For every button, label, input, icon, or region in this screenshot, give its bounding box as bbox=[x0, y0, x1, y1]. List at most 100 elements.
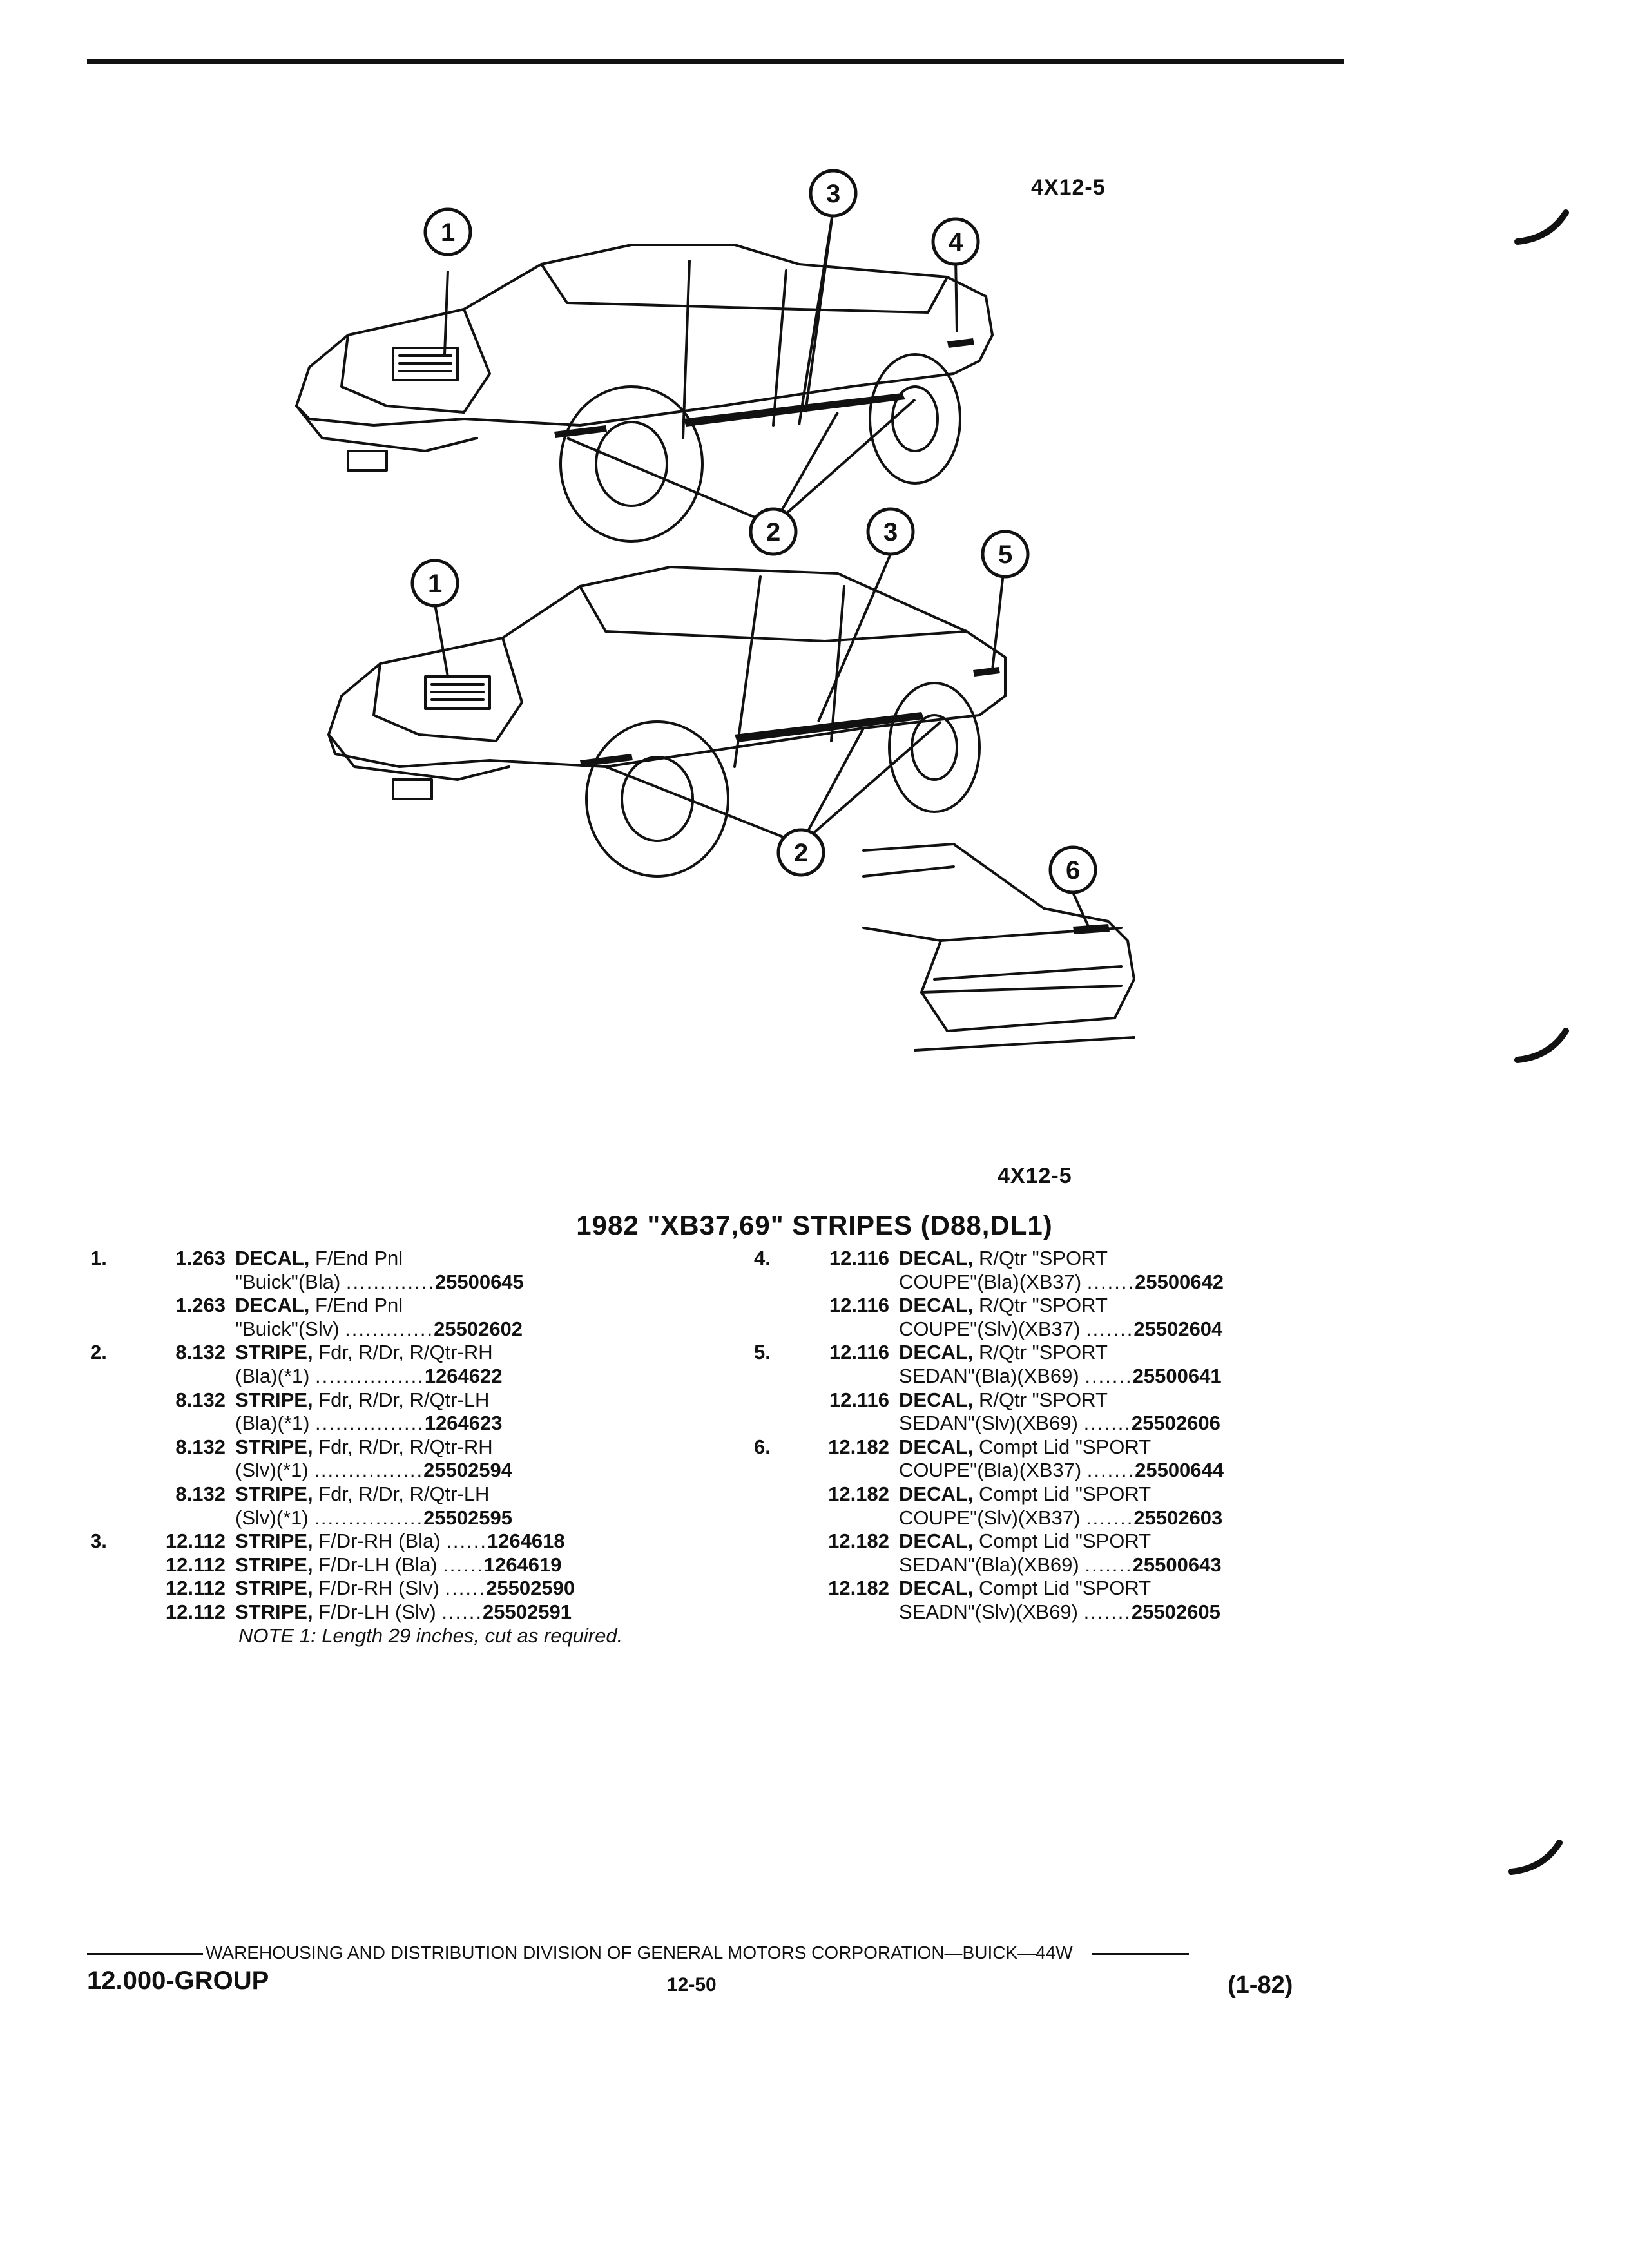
group-number: 12.112 bbox=[165, 1577, 226, 1600]
part-number: 1264618 bbox=[487, 1530, 565, 1553]
leader-dots: ............. bbox=[345, 1317, 434, 1340]
part-detail: (Slv)(*1) bbox=[235, 1459, 314, 1482]
part-description: STRIPE, Fdr, R/Dr, R/Qtr-RH bbox=[235, 1436, 493, 1459]
part-number: 25500643 bbox=[1132, 1553, 1222, 1576]
parts-illustration: 1 3 4 2 3 1 5 2 6 bbox=[295, 169, 1135, 1052]
part-detail: SEADN"(Slv)(XB69) bbox=[899, 1600, 1084, 1623]
part-description: "Buick"(Slv) .............25502602 bbox=[235, 1318, 523, 1341]
part-detail: COUPE"(Slv)(XB37) bbox=[899, 1506, 1086, 1529]
part-term: DECAL, bbox=[899, 1577, 974, 1600]
group-number: 12.182 bbox=[828, 1482, 889, 1505]
part-detail: F/Dr-LH (Slv) bbox=[313, 1600, 442, 1623]
part-term: DECAL, bbox=[235, 1247, 310, 1269]
illustration-ref-code: 4X12-5 bbox=[1031, 175, 1106, 200]
part-description: DECAL, F/End Pnl bbox=[235, 1247, 403, 1271]
part-term: DECAL, bbox=[899, 1388, 974, 1411]
leader-dots: ...... bbox=[441, 1600, 483, 1623]
item-number: 5. bbox=[754, 1341, 771, 1364]
part-term: STRIPE, bbox=[235, 1341, 313, 1364]
illustration-ref-code-bottom: 4X12-5 bbox=[998, 1164, 1072, 1188]
leader-dots: ...... bbox=[446, 1530, 487, 1553]
footer-group: 12.000-GROUP bbox=[87, 1966, 269, 1995]
svg-text:3: 3 bbox=[883, 518, 898, 546]
svg-text:6: 6 bbox=[1066, 856, 1080, 885]
footer-date: (1-82) bbox=[1228, 1972, 1293, 1999]
part-detail: "Buick"(Slv) bbox=[235, 1317, 345, 1340]
part-number: 1264622 bbox=[424, 1364, 503, 1387]
part-detail: Fdr, R/Dr, R/Qtr-RH bbox=[313, 1435, 493, 1458]
part-detail: Compt Lid "SPORT bbox=[973, 1577, 1152, 1600]
part-description: DECAL, R/Qtr "SPORT bbox=[899, 1247, 1108, 1271]
callout-1-bottom: 1 bbox=[410, 559, 459, 608]
part-number: 25502590 bbox=[486, 1577, 575, 1600]
part-detail: R/Qtr "SPORT bbox=[973, 1341, 1108, 1364]
part-description: STRIPE, Fdr, R/Dr, R/Qtr-LH bbox=[235, 1483, 489, 1506]
part-detail: F/End Pnl bbox=[309, 1247, 403, 1269]
group-number: 8.132 bbox=[175, 1482, 226, 1505]
footer-rule-left bbox=[87, 1953, 203, 1956]
part-description: DECAL, R/Qtr "SPORT bbox=[899, 1341, 1108, 1365]
part-description: COUPE"(Slv)(XB37) .......25502603 bbox=[899, 1506, 1222, 1530]
leader-dots: ....... bbox=[1086, 1317, 1134, 1340]
leader-dots: ....... bbox=[1084, 1364, 1133, 1387]
part-description: DECAL, Compt Lid "SPORT bbox=[899, 1436, 1151, 1459]
leader-dots: ................ bbox=[315, 1412, 425, 1435]
part-detail: R/Qtr "SPORT bbox=[973, 1247, 1108, 1269]
leader-dots: ....... bbox=[1083, 1412, 1132, 1435]
part-description: STRIPE, F/Dr-LH (Slv) ......25502591 bbox=[235, 1600, 572, 1624]
svg-text:1: 1 bbox=[428, 570, 442, 598]
part-description: STRIPE, Fdr, R/Dr, R/Qtr-RH bbox=[235, 1341, 493, 1365]
part-detail: R/Qtr "SPORT bbox=[973, 1294, 1108, 1317]
part-detail: Compt Lid "SPORT bbox=[973, 1435, 1152, 1458]
part-description: DECAL, Compt Lid "SPORT bbox=[899, 1577, 1151, 1600]
part-detail: Fdr, R/Dr, R/Qtr-LH bbox=[313, 1388, 490, 1411]
footer-division-text: WAREHOUSING AND DISTRIBUTION DIVISION OF… bbox=[206, 1943, 1073, 1963]
part-description: DECAL, Compt Lid "SPORT bbox=[899, 1530, 1151, 1553]
group-number: 12.112 bbox=[165, 1553, 226, 1576]
rear-deck-drawing bbox=[862, 843, 1135, 1052]
part-description: DECAL, F/End Pnl bbox=[235, 1294, 403, 1318]
part-detail: SEDAN"(Slv)(XB69) bbox=[899, 1412, 1084, 1435]
part-number: 25502606 bbox=[1131, 1412, 1220, 1435]
group-number: 12.116 bbox=[829, 1388, 889, 1411]
leader-dots: ....... bbox=[1086, 1270, 1135, 1293]
group-number: 8.132 bbox=[175, 1388, 226, 1411]
part-description: SEDAN"(Bla)(XB69) .......25500641 bbox=[899, 1365, 1222, 1389]
leader-dots: ................ bbox=[314, 1459, 424, 1482]
part-detail: COUPE"(Slv)(XB37) bbox=[899, 1317, 1086, 1340]
leader-dots: ....... bbox=[1083, 1600, 1132, 1623]
part-number: 1264619 bbox=[483, 1553, 562, 1576]
part-detail: F/Dr-LH (Bla) bbox=[313, 1553, 443, 1576]
part-detail: Fdr, R/Dr, R/Qtr-RH bbox=[313, 1341, 493, 1364]
part-number: 25502604 bbox=[1133, 1317, 1223, 1340]
part-detail: COUPE"(Bla)(XB37) bbox=[899, 1270, 1087, 1293]
callout-3-top: 3 bbox=[809, 169, 858, 218]
part-detail: Compt Lid "SPORT bbox=[973, 1482, 1152, 1505]
section-title: 1982 "XB37,69" STRIPES (D88,DL1) bbox=[576, 1210, 1053, 1240]
svg-text:4: 4 bbox=[949, 228, 963, 256]
part-term: STRIPE, bbox=[235, 1600, 313, 1623]
part-number: 25502603 bbox=[1133, 1506, 1223, 1529]
part-description: DECAL, R/Qtr "SPORT bbox=[899, 1294, 1108, 1318]
part-detail: SEDAN"(Bla)(XB69) bbox=[899, 1364, 1085, 1387]
part-detail: Compt Lid "SPORT bbox=[973, 1530, 1152, 1553]
part-term: STRIPE, bbox=[235, 1435, 313, 1458]
group-number: 12.182 bbox=[828, 1435, 889, 1458]
callout-4: 4 bbox=[931, 217, 980, 266]
svg-text:1: 1 bbox=[441, 218, 455, 247]
svg-text:2: 2 bbox=[794, 839, 808, 867]
group-number: 12.182 bbox=[828, 1577, 889, 1600]
part-term: DECAL, bbox=[899, 1294, 974, 1317]
part-term: DECAL, bbox=[899, 1530, 974, 1553]
part-number: 25502605 bbox=[1131, 1600, 1220, 1623]
part-number: 25502591 bbox=[483, 1600, 572, 1623]
part-description: COUPE"(Bla)(XB37) .......25500644 bbox=[899, 1459, 1224, 1483]
svg-text:5: 5 bbox=[998, 541, 1012, 569]
part-term: STRIPE, bbox=[235, 1577, 313, 1600]
leader-dots: ................ bbox=[315, 1364, 425, 1387]
callout-5: 5 bbox=[981, 530, 1030, 579]
part-description: STRIPE, F/Dr-RH (Bla) ......1264618 bbox=[235, 1530, 565, 1553]
note-text: NOTE 1: Length 29 inches, cut as require… bbox=[238, 1624, 623, 1647]
leader-dots: ................ bbox=[314, 1506, 424, 1529]
part-description: SEADN"(Slv)(XB69) .......25502605 bbox=[899, 1600, 1220, 1624]
